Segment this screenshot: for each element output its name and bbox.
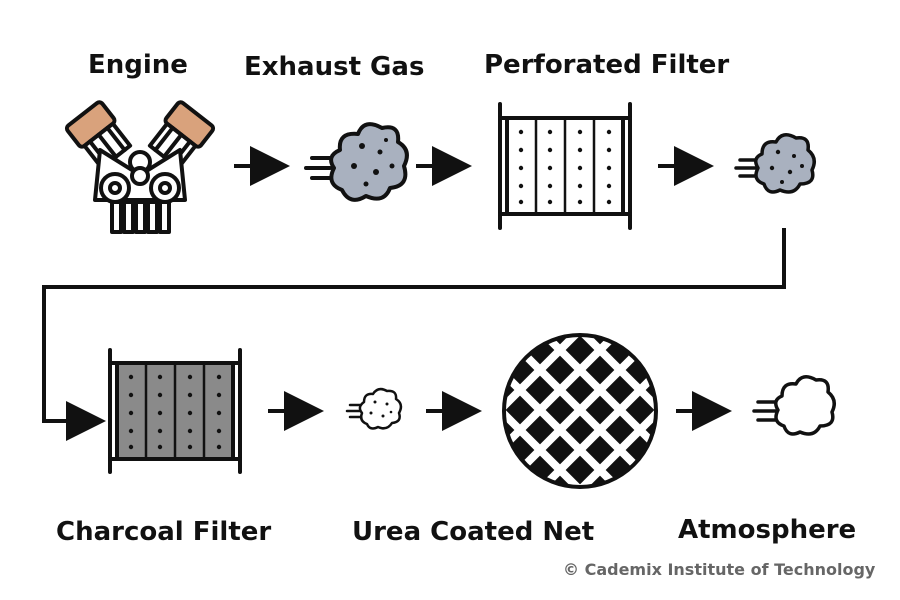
urea-coated-net-label: Urea Coated Net (352, 517, 595, 547)
connector-to-charcoal (42, 228, 786, 441)
urea-coated-net-icon (502, 333, 658, 489)
charcoal-filter-icon (108, 348, 242, 474)
cleaner-gas-cloud-icon (345, 387, 403, 430)
copyright-notice: © Cademix Institute of Technology (563, 560, 876, 579)
exhaust-cloud-icon (304, 122, 409, 202)
atmosphere-label: Atmosphere (678, 515, 857, 545)
perforated-filter-icon (498, 102, 632, 230)
engine-icon (64, 100, 216, 234)
clean-air-cloud-icon (752, 375, 836, 436)
charcoal-filter-label: Charcoal Filter (56, 517, 272, 547)
perforated-filter-label: Perforated Filter (484, 50, 730, 80)
engine-label: Engine (88, 50, 188, 80)
exhaust-gas-label: Exhaust Gas (244, 52, 425, 82)
filtered-gas-cloud-icon (734, 133, 816, 194)
